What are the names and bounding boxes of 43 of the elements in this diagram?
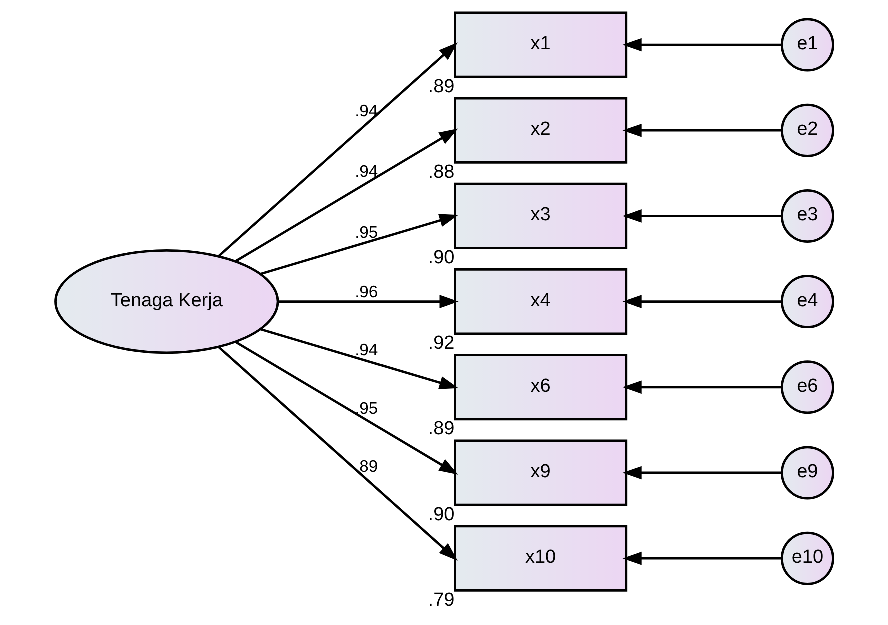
arrow [622,466,782,480]
node-box: x10 [454,525,628,592]
node-box: x9 [454,440,628,506]
edge-label: .89 [354,457,378,476]
node-label: .89 [428,418,454,440]
node-label: .92 [428,333,454,354]
node-circle: e10 [780,532,834,586]
arrow [217,42,458,258]
node-circle: e9 [780,446,834,500]
node-box: x6 [454,354,628,421]
node-box: x2 [454,97,628,164]
node-circle: e3 [780,189,834,243]
arrow [622,552,782,566]
edge-label: .94 [354,162,378,182]
arrow [622,380,782,394]
arrow [217,346,458,561]
arrow [234,128,458,262]
node-label: .90 [428,504,454,526]
node-box: x1 [454,12,628,78]
node-box: x3 [454,182,628,250]
arrow [260,214,458,276]
node-label: .88 [428,162,454,183]
edge-label: .96 [354,282,378,302]
node-circle: e1 [780,18,834,72]
arrow [260,328,458,390]
node-box: x4 [454,268,628,336]
arrow [278,295,458,308]
node-circle: e2 [780,104,834,158]
arrow [622,38,782,52]
edge-label: .95 [354,222,378,242]
arrow [622,210,782,223]
node-circle: e4 [780,275,834,329]
edge-label: .95 [354,398,378,418]
node-circle: e6 [780,360,834,414]
edge-label: .94 [354,340,378,360]
arrow [622,295,782,308]
arrow [234,341,458,475]
node-ellipse: Tenaga Kerja [54,250,279,354]
node-label: .89 [428,76,454,98]
node-label: .90 [428,248,454,269]
node-label: .79 [428,590,454,611]
arrow [622,124,782,138]
edge-label: .94 [354,102,378,121]
